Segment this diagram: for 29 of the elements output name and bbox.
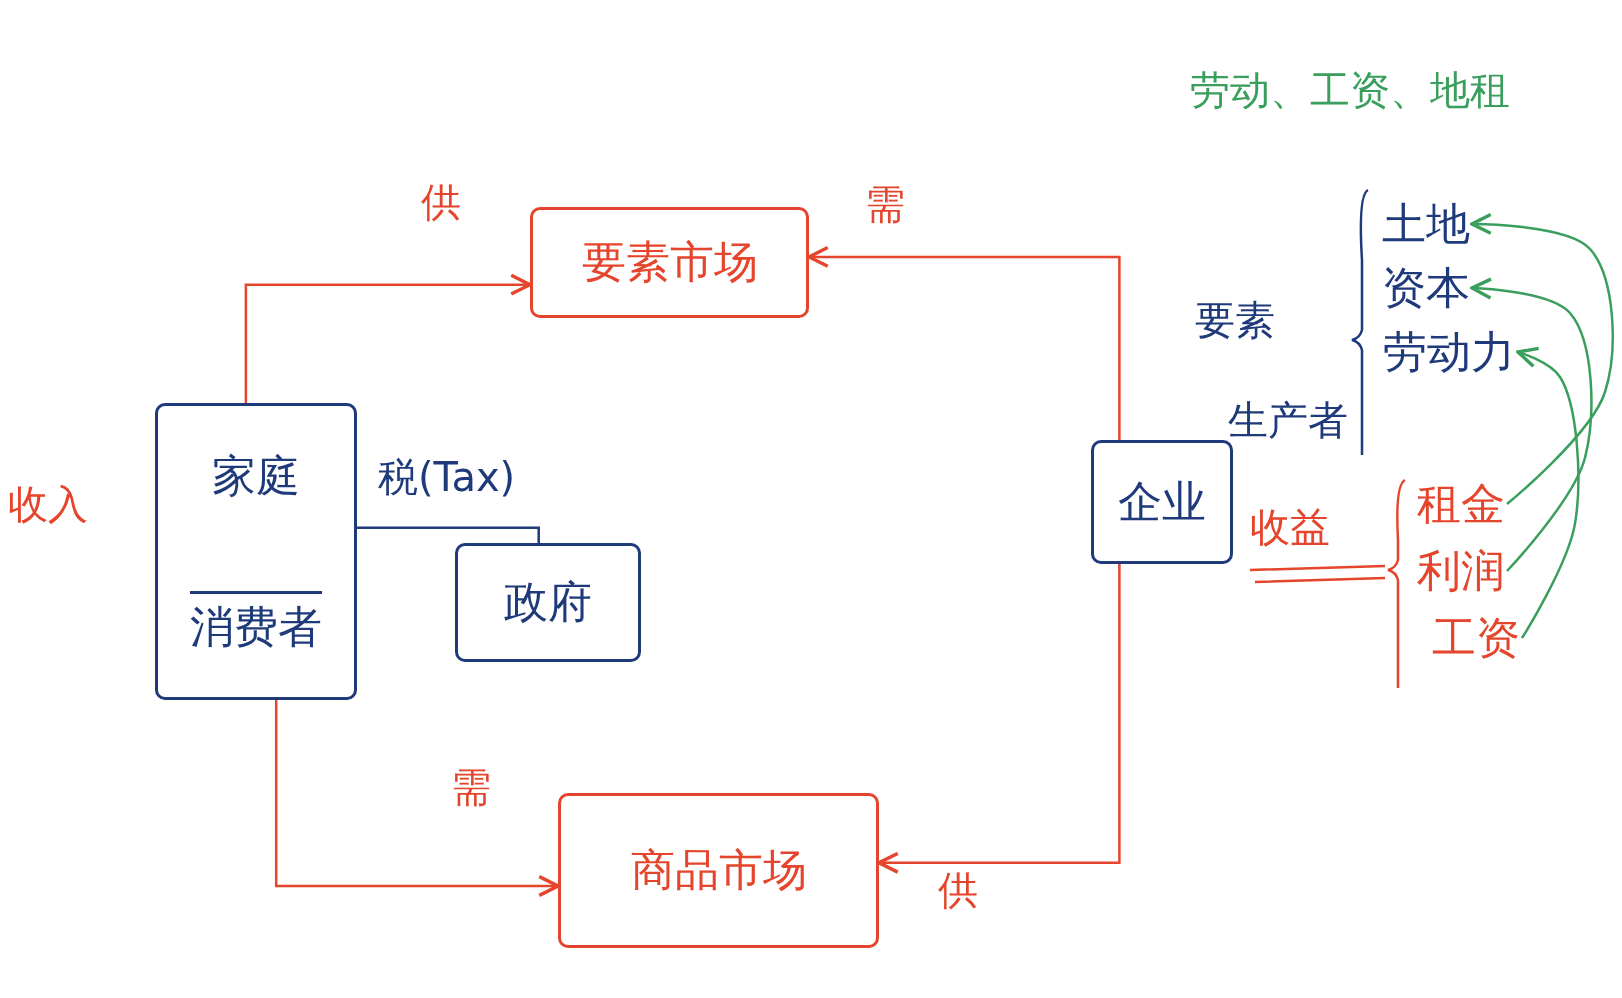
category-label: 要素 <box>1195 298 1275 342</box>
node-label: 租金 <box>1417 478 1505 530</box>
node-label: 家庭 <box>212 450 300 502</box>
arrow <box>274 700 560 898</box>
node-label: 商品市场 <box>630 845 807 896</box>
node-label: 土地 <box>1382 198 1470 250</box>
role-label: 消费者 <box>190 590 322 653</box>
node-label: 政府 <box>504 577 592 628</box>
node-label: 利润 <box>1417 545 1505 597</box>
note-text: 劳动、工资、地租 <box>1190 68 1510 112</box>
market-box <box>530 207 809 318</box>
node-label: 要素市场 <box>581 237 758 288</box>
role-label: 生产者 <box>1228 398 1348 442</box>
arrow <box>1470 213 1614 505</box>
node-label: 劳动力 <box>1383 326 1515 378</box>
household-box <box>155 403 357 700</box>
node-label: 资本 <box>1382 262 1470 314</box>
arrow <box>807 245 1121 440</box>
firm-box <box>1091 440 1233 564</box>
node-label: 企业 <box>1118 476 1206 528</box>
government-box <box>455 543 641 662</box>
arrow <box>1470 277 1593 572</box>
flow-label: 收入 <box>8 482 88 526</box>
node-label: 工资 <box>1432 612 1520 664</box>
category-label: 收益 <box>1250 505 1330 549</box>
arrow <box>1516 346 1580 639</box>
arrow <box>244 273 532 403</box>
market-box <box>558 793 879 948</box>
arrow <box>877 564 1121 874</box>
